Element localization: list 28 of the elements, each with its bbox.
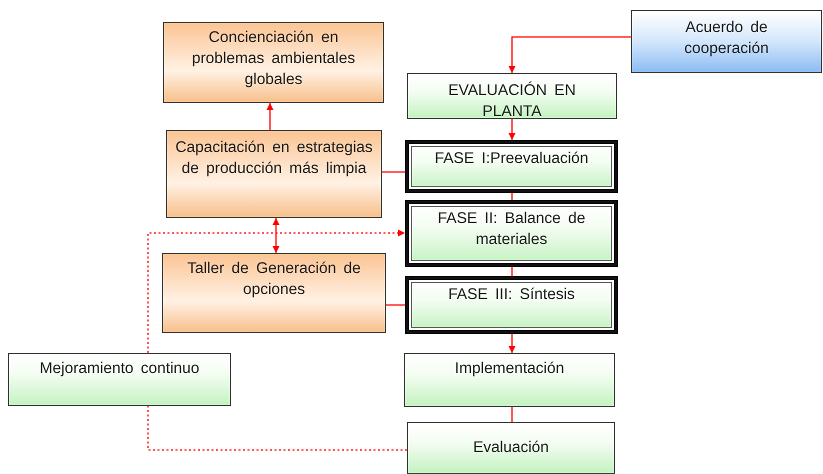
process-box [166,130,382,218]
process-box [405,140,618,193]
box-label: Implementación [454,359,566,379]
box-label: Capacitación en estrategias de producción más limpia [175,138,373,179]
box-label: Evaluación [472,438,550,458]
box-label: EVALUACIÓN EN PLANTA [447,80,577,122]
arrow [272,218,280,253]
process-box [162,253,386,333]
box-label: Taller de Generación de opciones [186,259,362,300]
process-box [405,276,618,334]
arrow [508,334,516,353]
process-box [404,353,615,407]
dotted-arrow [147,230,405,353]
box-label: FASE II: Balance de materiales [436,209,586,250]
box-label: FASE III: Síntesis [447,285,576,305]
box-label: Concienciación en problemas ambientales globales [190,28,356,90]
box-label: FASE I:Preevaluación [434,149,590,169]
process-box [405,200,618,267]
process-box [631,10,822,73]
process-box [407,73,617,119]
arrow [508,119,516,140]
process-box [8,353,231,406]
process-box [407,422,615,474]
arrow [508,36,631,73]
box-label: Mejoramiento continuo [38,359,200,379]
arrow [266,103,274,130]
process-box [163,22,384,103]
box-label: Acuerdo de cooperación [683,18,770,59]
